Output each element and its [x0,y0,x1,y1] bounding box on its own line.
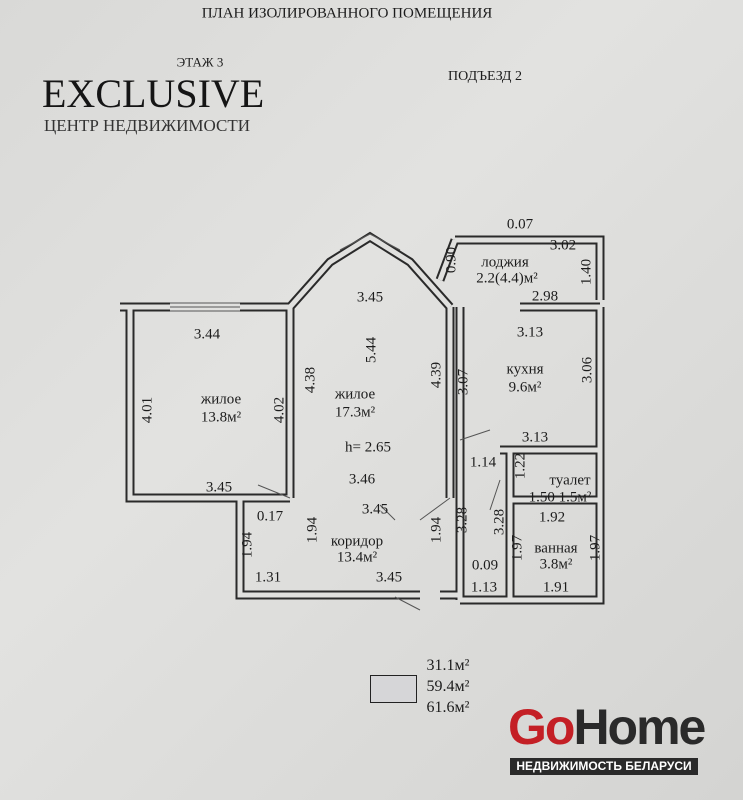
dimension: 5.44 [363,336,380,364]
dimension: 1.94 [239,531,256,559]
dimension: 4.02 [271,396,288,424]
room-name-living2: жилое [334,386,376,403]
entrance-label: ПОДЪЕЗД 2 [448,69,522,84]
dimension: 3.13 [521,429,549,446]
floor-label: ЭТАЖ 3 [176,54,224,70]
dimension: 1.31 [254,569,282,586]
summary-area-with-loggia: 61.6м² [426,699,470,716]
dimension: 3.13 [516,324,544,341]
dimension: 1.97 [509,534,526,562]
dimension: 0.17 [256,508,284,525]
room-area-corridor: 13.4м² [336,549,378,566]
exclusive-logo-tagline: ЦЕНТР НЕДВИЖИМОСТИ [44,116,251,135]
dimension: 0.07 [506,216,534,233]
gohome-logo-home: Home [573,699,706,755]
summary-area-total: 59.4м² [426,678,470,695]
summary-area-living: 31.1м² [426,657,470,674]
dimension: 3.45 [205,479,233,496]
dimension: 1.92 [538,509,566,526]
dimension: 3.45 [361,501,389,518]
dimension: 1.40 [578,258,595,286]
room-area-bathroom: 3.8м² [539,556,573,573]
dimension: 1.14 [469,454,497,471]
dimension: 0.09 [471,557,499,574]
room-area-loggia: 2.2(4.4)м² [476,270,538,287]
ceiling-height: h= 2.65 [345,439,391,456]
room-name-living1: жилое [200,391,242,408]
dimension: 3.07 [455,368,472,396]
dimension: 3.28 [491,508,508,536]
gohome-logo: GoHome [508,699,706,755]
dimension: 4.39 [428,361,445,389]
room-name-kitchen: кухня [506,361,544,378]
dimension: 1.13 [470,579,498,596]
gohome-logo-go: Go [508,699,575,755]
dimension: 3.44 [193,326,221,343]
summary-legend-box [370,675,417,703]
dimension: 3.02 [549,237,577,254]
gohome-tagline: НЕДВИЖИМОСТЬ БЕЛАРУСИ [510,758,698,775]
dimension: 0.90 [443,246,460,274]
room-area-toilet: 1.50 1.5м² [528,489,592,506]
dimension: 4.01 [139,396,156,424]
dimension: 3.46 [348,471,376,488]
dimension: 3.45 [356,289,384,306]
room-name-bathroom: ванная [534,540,578,557]
dimension: 3.06 [579,356,596,384]
room-name-corridor: коридор [330,533,384,550]
dimension: 2.98 [531,288,559,305]
dimension: 3.45 [375,569,403,586]
room-area-living1: 13.8м² [200,409,242,426]
dimension: 1.94 [428,516,445,544]
dimension: 1.97 [587,534,604,562]
room-name-loggia: лоджия [481,254,529,271]
room-area-kitchen: 9.6м² [508,379,542,396]
exclusive-logo: EXCLUSIVE [42,71,265,116]
dimension: 1.94 [304,516,321,544]
room-name-toilet: туалет [549,472,591,489]
room-area-living2: 17.3м² [334,404,376,421]
dimension: 3.28 [454,506,471,534]
dimension: 1.91 [542,579,570,596]
dimension: 1.22 [512,452,529,480]
dimension: 4.38 [302,366,319,394]
plan-title: ПЛАН ИЗОЛИРОВАННОГО ПОМЕЩЕНИЯ [201,5,493,22]
